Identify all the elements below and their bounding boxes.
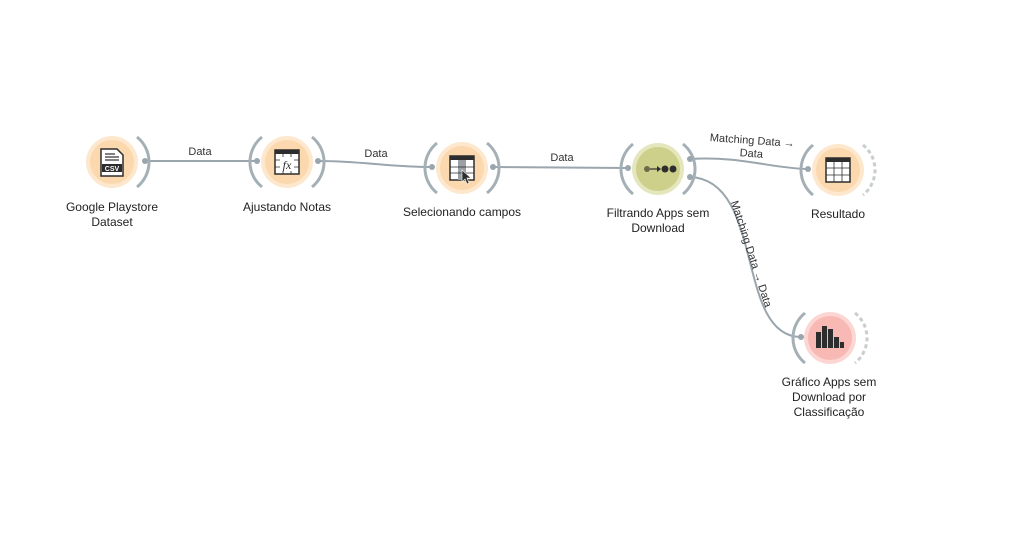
svg-text:CSV: CSV [105, 166, 120, 173]
node-label-selecionando-campos: Selecionando campos [402, 205, 522, 219]
output-anchor[interactable] [311, 135, 326, 189]
node-filtrando-apps[interactable] [619, 142, 697, 196]
node-label-filtrando-apps: Filtrando Apps sem Download [606, 206, 710, 235]
node-label-google-playstore: Google Playstore Dataset [65, 200, 159, 229]
bar-chart-icon [816, 326, 844, 348]
select-columns-icon [449, 155, 475, 185]
data-table-icon [825, 157, 851, 183]
link-filtrando-to-resultado[interactable] [689, 157, 808, 170]
input-anchor[interactable] [619, 142, 634, 196]
output-anchor[interactable] [486, 141, 501, 195]
svg-text:Data: Data [739, 147, 764, 161]
link-ajustando-to-selecionando[interactable] [318, 160, 432, 168]
link-label-4: Matching Data → Data [709, 132, 795, 161]
node-grafico[interactable] [791, 311, 869, 365]
node-google-playstore[interactable]: CSV [86, 135, 151, 189]
input-anchor[interactable] [248, 135, 263, 189]
node-resultado[interactable] [799, 143, 877, 197]
link-label-3: Data [550, 152, 574, 164]
link-label-1: Data [188, 146, 212, 158]
output-anchor[interactable] [854, 311, 869, 365]
node-label-resultado: Resultado [810, 207, 866, 221]
node-label-grafico: Gráfico Apps sem Download por Classifica… [781, 375, 877, 419]
input-anchor[interactable] [423, 141, 438, 195]
output-anchor[interactable] [862, 143, 877, 197]
link-label-2: Data [364, 148, 388, 160]
link-selecionando-to-filtrando[interactable] [493, 166, 628, 169]
node-ajustando-notas[interactable]: fx [248, 135, 326, 189]
input-anchor[interactable] [791, 311, 806, 365]
svg-text:fx: fx [283, 158, 292, 172]
output-anchor[interactable] [682, 142, 697, 196]
input-anchor[interactable] [799, 143, 814, 197]
select-rows-icon [644, 165, 677, 173]
formula-icon: fx [274, 149, 300, 175]
csv-file-icon: CSV [100, 148, 124, 177]
node-selecionando-campos[interactable] [423, 141, 501, 195]
node-label-ajustando-notas: Ajustando Notas [242, 200, 332, 214]
link-filtrando-to-grafico[interactable] [689, 176, 801, 338]
output-anchor[interactable] [136, 135, 151, 189]
svg-text:Matching Data →: Matching Data → [709, 132, 795, 150]
